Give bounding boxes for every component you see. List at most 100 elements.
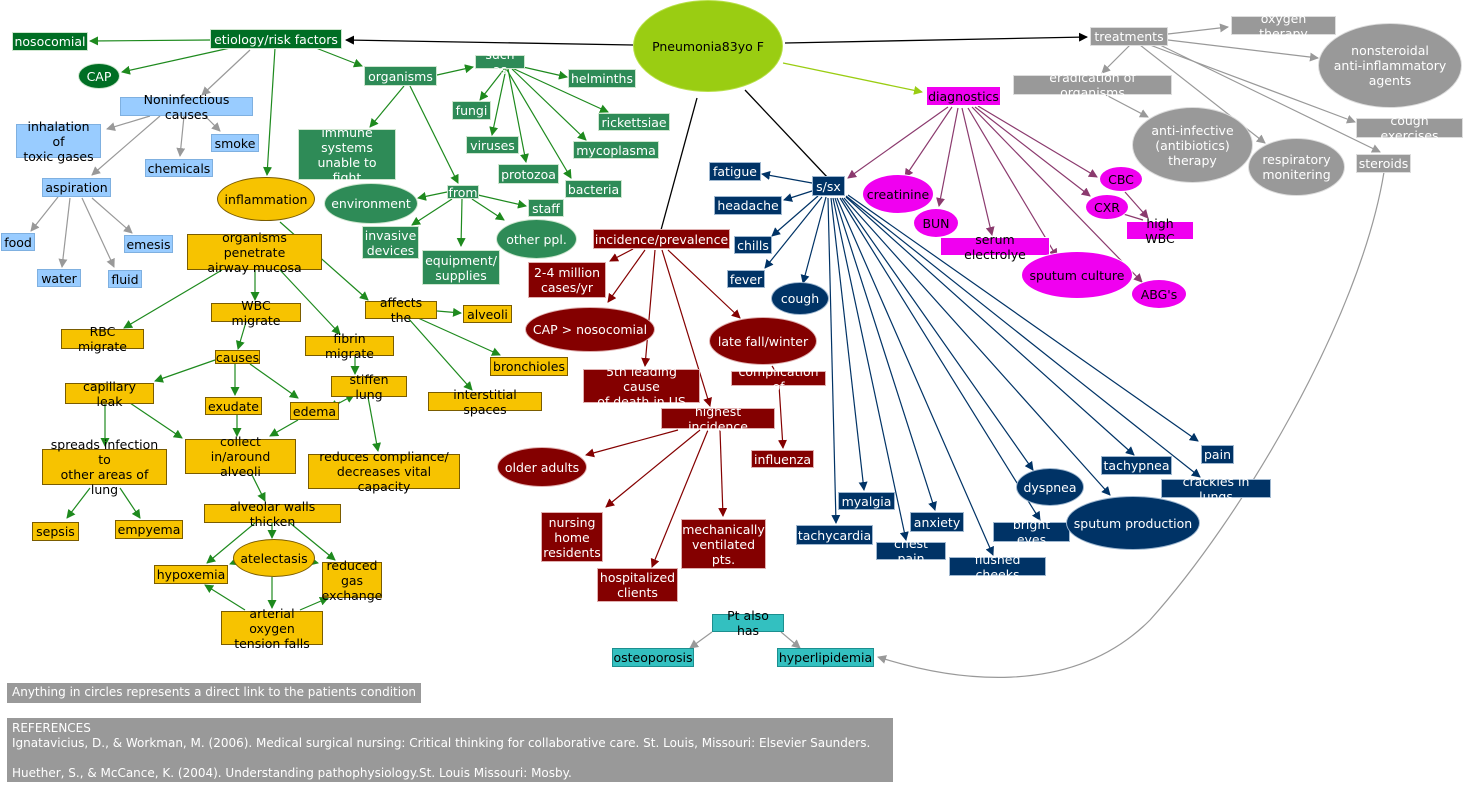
capillary-leak-node: capillary leak <box>65 379 154 409</box>
anti-infective-therapy-node: anti-infective (antibiotics) therapy <box>1132 107 1253 183</box>
edema-node: edema <box>290 402 339 420</box>
respiratory-monitoring-node: respiratory monitering <box>1248 138 1345 196</box>
causes-label: causes <box>215 349 260 365</box>
central-topic-line2: 83yo F <box>721 38 764 54</box>
flushed-cheeks-node: flushed cheeks <box>949 552 1046 582</box>
pt-also-has-node: Pt also has <box>712 608 784 638</box>
fever-node: fever <box>727 270 765 288</box>
reference-huether: Huether, S., & McCance, K. (2004). Under… <box>12 766 572 780</box>
fifth-leading-cause-node: 5th leading cause of death in US <box>583 364 700 409</box>
eradication-of-organisms-node: eradication of organisms <box>1013 70 1172 100</box>
inhalation-toxic-gases-node: inhalation of toxic gases <box>16 119 101 164</box>
treatments-node: treatments <box>1090 27 1168 46</box>
protozoa-node: protozoa <box>498 164 559 184</box>
cxr-node: CXR <box>1085 194 1129 220</box>
anxiety-node: anxiety <box>910 512 964 532</box>
inflammation-node: inflammation <box>217 177 315 221</box>
bright-eyes-node: bright eyes <box>993 517 1070 547</box>
bacteria-node: bacteria <box>565 180 622 198</box>
equipment-supplies-node: equipment/ supplies <box>422 250 500 285</box>
creatinine-node: creatinine <box>862 174 934 214</box>
rickettsiae-node: rickettsiae <box>598 113 670 131</box>
smoke-node: smoke <box>211 134 259 152</box>
tachycardia-node: tachycardia <box>796 525 873 545</box>
fungi-node: fungi <box>452 101 491 120</box>
mechanically-ventilated-node: mechanically ventilated pts. <box>681 519 766 569</box>
sputum-culture-node: sputum culture <box>1021 251 1133 299</box>
cap-greater-nosocomial-node: CAP > nosocomial <box>525 307 655 352</box>
central-topic-line1: Pneumonia <box>652 38 722 54</box>
fluid-node: fluid <box>108 270 142 288</box>
hyperlipidemia-node: hyperlipidemia <box>777 648 874 667</box>
signs-symptoms-node: s/sx <box>812 176 845 196</box>
cough-exercises-node: cough exercises <box>1356 113 1463 143</box>
chest-pain-node: chest pain <box>876 536 946 566</box>
collect-around-alveoli-node: collect in/around alveoli <box>185 434 296 479</box>
older-adults-node: older adults <box>497 447 587 487</box>
cbc-node: CBC <box>1099 166 1143 192</box>
exudate-node: exudate <box>205 397 262 415</box>
affects-the-label: affects the <box>365 295 437 325</box>
nursing-home-residents-node: nursing home residents <box>541 512 603 562</box>
cap-node: CAP <box>78 63 120 89</box>
dyspnea-node: dyspnea <box>1016 468 1084 506</box>
legend-note: Anything in circles represents a direct … <box>7 683 421 703</box>
staff-node: staff <box>528 199 564 217</box>
diagnostics-node: diagnostics <box>926 86 1001 106</box>
invasive-devices-node: invasive devices <box>362 226 419 259</box>
alveoli-node: alveoli <box>463 305 512 323</box>
environment-node: environment <box>324 183 418 224</box>
etiology-risk-factors-node: etiology/risk factors <box>210 29 342 49</box>
helminths-node: helminths <box>568 69 636 88</box>
empyema-node: empyema <box>115 520 183 539</box>
interstitial-spaces-node: interstitial spaces <box>428 387 542 417</box>
food-node: food <box>1 233 35 251</box>
highest-incidence-node: highest incidence <box>661 404 775 434</box>
abg-node: ABG's <box>1131 279 1187 309</box>
incidence-prevalence-node: incidence/prevalence <box>593 229 730 249</box>
bronchioles-node: bronchioles <box>490 357 568 376</box>
rbc-migrate-node: RBC migrate <box>61 324 144 354</box>
reduces-compliance-node: reduces compliance/ decreases vital capa… <box>308 449 460 494</box>
late-fall-winter-node: late fall/winter <box>709 317 817 365</box>
fatigue-node: fatigue <box>709 162 761 181</box>
references-box: REFERENCES Ignatavicius, D., & Workman, … <box>7 718 893 782</box>
mycoplasma-node: mycoplasma <box>573 141 659 159</box>
arterial-oxygen-tension-node: arterial oxygen tension falls <box>221 606 323 651</box>
from-label: from <box>447 184 479 200</box>
immune-systems-node: immune systems unable to fight <box>298 125 396 185</box>
viruses-node: viruses <box>466 136 519 154</box>
stiffen-lung-node: stiffen lung <box>331 372 407 402</box>
such-as-label: such as <box>475 47 525 77</box>
other-people-node: other ppl. <box>496 219 577 259</box>
high-wbc-node: high WBC <box>1126 216 1194 246</box>
serum-electrolyte-node: serum electrolye <box>940 232 1050 262</box>
chemicals-node: chemicals <box>145 159 213 177</box>
hypoxemia-node: hypoxemia <box>154 565 228 584</box>
reference-ignatavicius: Ignatavicius, D., & Workman, M. (2006). … <box>12 736 871 750</box>
crackles-in-lungs-node: crackles in lungs <box>1161 474 1271 504</box>
central-topic-pneumonia: Pneumonia 83yo F <box>633 0 783 92</box>
oxygen-therapy-node: oxygen therapy <box>1231 11 1336 41</box>
reduced-gas-exchange-node: reduced gas exchange <box>321 557 383 603</box>
sepsis-node: sepsis <box>32 522 79 541</box>
fibrin-migrate-node: fibrin migrate <box>305 331 394 361</box>
complication-of-label: complication of <box>731 364 826 394</box>
million-cases-node: 2-4 million cases/yr <box>528 262 606 298</box>
bun-node: BUN <box>913 208 959 238</box>
steroids-node: steroids <box>1356 154 1411 173</box>
sputum-production-node: sputum production <box>1066 496 1200 550</box>
noninfectious-causes-node: Noninfectious causes <box>120 92 253 122</box>
tachypnea-node: tachypnea <box>1101 456 1172 475</box>
myalgia-node: myalgia <box>838 492 895 510</box>
water-node: water <box>37 269 81 287</box>
chills-node: chills <box>734 236 772 254</box>
nosocomial-node: nosocomial <box>12 32 88 51</box>
pain-node: pain <box>1201 445 1234 464</box>
nsaid-node: nonsteroidal anti-inflammatory agents <box>1318 23 1462 108</box>
wbc-migrate-node: WBC migrate <box>211 298 301 328</box>
atelectasis-node: atelectasis <box>233 539 315 577</box>
alveolar-walls-thicken-node: alveolar walls thicken <box>204 499 341 529</box>
references-spacer <box>12 751 888 766</box>
